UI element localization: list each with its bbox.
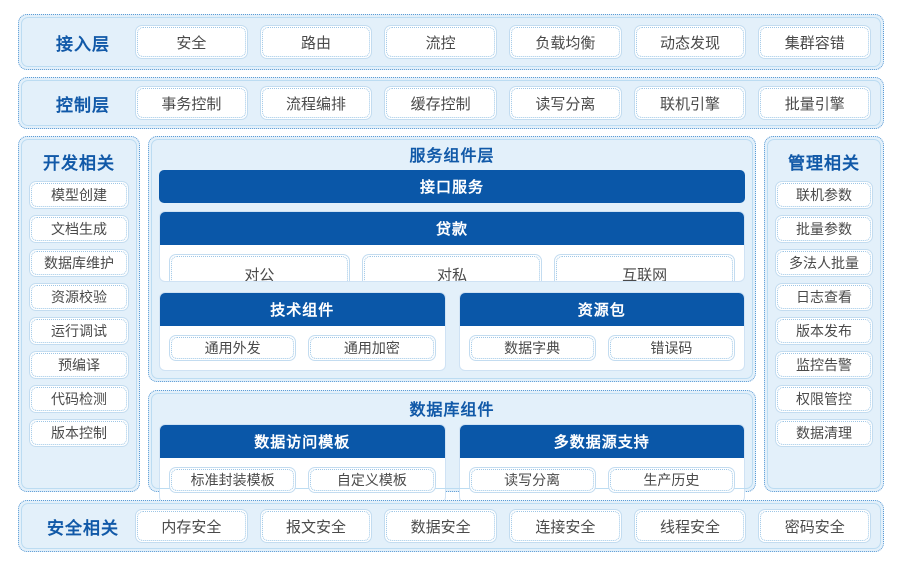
service-layer-title: 服务组件层: [409, 148, 495, 165]
multi-datasource-body: 读写分离 生产历史: [460, 458, 745, 502]
resource-package-item[interactable]: 错误码: [607, 335, 735, 361]
sidebar-item-dev[interactable]: 文档生成: [29, 215, 129, 243]
security-layer-item[interactable]: 密码安全: [758, 509, 872, 543]
data-access-template-item[interactable]: 标准封装模板: [169, 467, 297, 493]
tech-component-header: 技术组件: [160, 293, 445, 326]
service-layer-panel: 服务组件层 接口服务 贷款 对公 对私 互联网 技术组件 通用外发 通用加密 资…: [148, 136, 756, 382]
loan-card: 贷款 对公 对私 互联网: [159, 211, 745, 282]
access-layer-items: 安全 路由 流控 负载均衡 动态发现 集群容错: [135, 25, 872, 59]
sidebar-item-dev[interactable]: 数据库维护: [29, 249, 129, 277]
security-layer-items: 内存安全 报文安全 数据安全 连接安全 线程安全 密码安全: [135, 509, 872, 543]
control-layer-item[interactable]: 事务控制: [135, 86, 248, 120]
security-layer-item[interactable]: 数据安全: [384, 509, 498, 543]
access-layer-item[interactable]: 路由: [259, 25, 373, 59]
security-layer-title: 安全相关: [47, 518, 119, 538]
data-access-template-card: 数据访问模板 标准封装模板 自定义模板: [159, 424, 446, 503]
access-layer-item[interactable]: 流控: [384, 25, 498, 59]
admin-sidebar-list: 联机参数 批量参数 多法人批量 日志查看 版本发布 监控告警 权限管控 数据清理: [775, 181, 873, 481]
database-sub-cards: 数据访问模板 标准封装模板 自定义模板 多数据源支持 读写分离 生产历史: [159, 424, 745, 503]
security-layer-item[interactable]: 线程安全: [633, 509, 747, 543]
admin-sidebar-title: 管理相关: [788, 154, 860, 173]
control-layer-item[interactable]: 流程编排: [259, 86, 373, 120]
sidebar-item-dev[interactable]: 预编译: [29, 351, 129, 379]
control-layer-item[interactable]: 读写分离: [509, 86, 622, 120]
access-layer-item[interactable]: 负载均衡: [509, 25, 622, 59]
sidebar-item-dev[interactable]: 模型创建: [29, 181, 129, 209]
control-layer-item[interactable]: 缓存控制: [384, 86, 498, 120]
security-layer-panel: 安全相关 内存安全 报文安全 数据安全 连接安全 线程安全 密码安全: [18, 500, 884, 552]
dev-sidebar-list: 模型创建 文档生成 数据库维护 资源校验 运行调试 预编译 代码检测 版本控制: [29, 181, 129, 481]
sidebar-item-admin[interactable]: 联机参数: [775, 181, 873, 209]
loan-card-header: 贷款: [160, 212, 744, 245]
sidebar-item-admin[interactable]: 版本发布: [775, 317, 873, 345]
database-layer-panel: 数据库组件 数据访问模板 标准封装模板 自定义模板 多数据源支持 读写分离 生产…: [148, 390, 756, 503]
tech-component-item[interactable]: 通用外发: [169, 335, 297, 361]
dev-sidebar-panel: 开发相关 模型创建 文档生成 数据库维护 资源校验 运行调试 预编译 代码检测 …: [18, 136, 140, 492]
control-layer-panel: 控制层 事务控制 流程编排 缓存控制 读写分离 联机引擎 批量引擎: [18, 77, 884, 129]
service-sub-cards: 技术组件 通用外发 通用加密 资源包 数据字典 错误码: [159, 292, 745, 371]
control-layer-title: 控制层: [56, 95, 110, 115]
sidebar-item-admin[interactable]: 多法人批量: [775, 249, 873, 277]
security-layer-item[interactable]: 连接安全: [509, 509, 622, 543]
sidebar-item-admin[interactable]: 日志查看: [775, 283, 873, 311]
control-layer-items: 事务控制 流程编排 缓存控制 读写分离 联机引擎 批量引擎: [135, 86, 872, 120]
multi-datasource-card: 多数据源支持 读写分离 生产历史: [458, 424, 745, 503]
sidebar-item-admin[interactable]: 权限管控: [775, 385, 873, 413]
multi-datasource-item[interactable]: 读写分离: [468, 467, 596, 493]
data-access-template-body: 标准封装模板 自定义模板: [160, 458, 445, 502]
loan-card-body: 对公 对私 互联网: [160, 245, 744, 281]
multi-datasource-item[interactable]: 生产历史: [607, 467, 735, 493]
sidebar-item-dev[interactable]: 版本控制: [29, 419, 129, 447]
sidebar-item-dev[interactable]: 代码检测: [29, 385, 129, 413]
access-layer-title: 接入层: [56, 34, 110, 54]
sidebar-item-dev[interactable]: 资源校验: [29, 283, 129, 311]
access-layer-item[interactable]: 安全: [135, 25, 248, 59]
dev-sidebar-title: 开发相关: [43, 154, 115, 173]
admin-sidebar-panel: 管理相关 联机参数 批量参数 多法人批量 日志查看 版本发布 监控告警 权限管控…: [764, 136, 884, 492]
multi-datasource-header: 多数据源支持: [459, 425, 744, 458]
resource-package-item[interactable]: 数据字典: [468, 335, 596, 361]
security-layer-item[interactable]: 内存安全: [135, 509, 248, 543]
sidebar-item-admin[interactable]: 批量参数: [775, 215, 873, 243]
loan-item[interactable]: 对公: [169, 254, 350, 281]
security-layer-item[interactable]: 报文安全: [259, 509, 373, 543]
control-layer-item[interactable]: 批量引擎: [758, 86, 872, 120]
loan-item[interactable]: 互联网: [554, 254, 736, 281]
interface-service-bar[interactable]: 接口服务: [159, 170, 745, 203]
resource-package-header: 资源包: [459, 293, 744, 326]
tech-component-item[interactable]: 通用加密: [308, 335, 436, 361]
access-layer-item[interactable]: 动态发现: [633, 25, 747, 59]
loan-item[interactable]: 对私: [361, 254, 543, 281]
tech-component-card: 技术组件 通用外发 通用加密: [159, 292, 446, 371]
control-layer-item[interactable]: 联机引擎: [633, 86, 747, 120]
tech-component-body: 通用外发 通用加密: [160, 326, 445, 370]
sidebar-item-admin[interactable]: 数据清理: [775, 419, 873, 447]
sidebar-item-dev[interactable]: 运行调试: [29, 317, 129, 345]
resource-package-body: 数据字典 错误码: [460, 326, 745, 370]
data-access-template-header: 数据访问模板: [160, 425, 445, 458]
access-layer-panel: 接入层 安全 路由 流控 负载均衡 动态发现 集群容错: [18, 14, 884, 70]
sidebar-item-admin[interactable]: 监控告警: [775, 351, 873, 379]
database-layer-title: 数据库组件: [409, 402, 495, 419]
resource-package-card: 资源包 数据字典 错误码: [458, 292, 745, 371]
data-access-template-item[interactable]: 自定义模板: [308, 467, 436, 493]
access-layer-item[interactable]: 集群容错: [758, 25, 872, 59]
